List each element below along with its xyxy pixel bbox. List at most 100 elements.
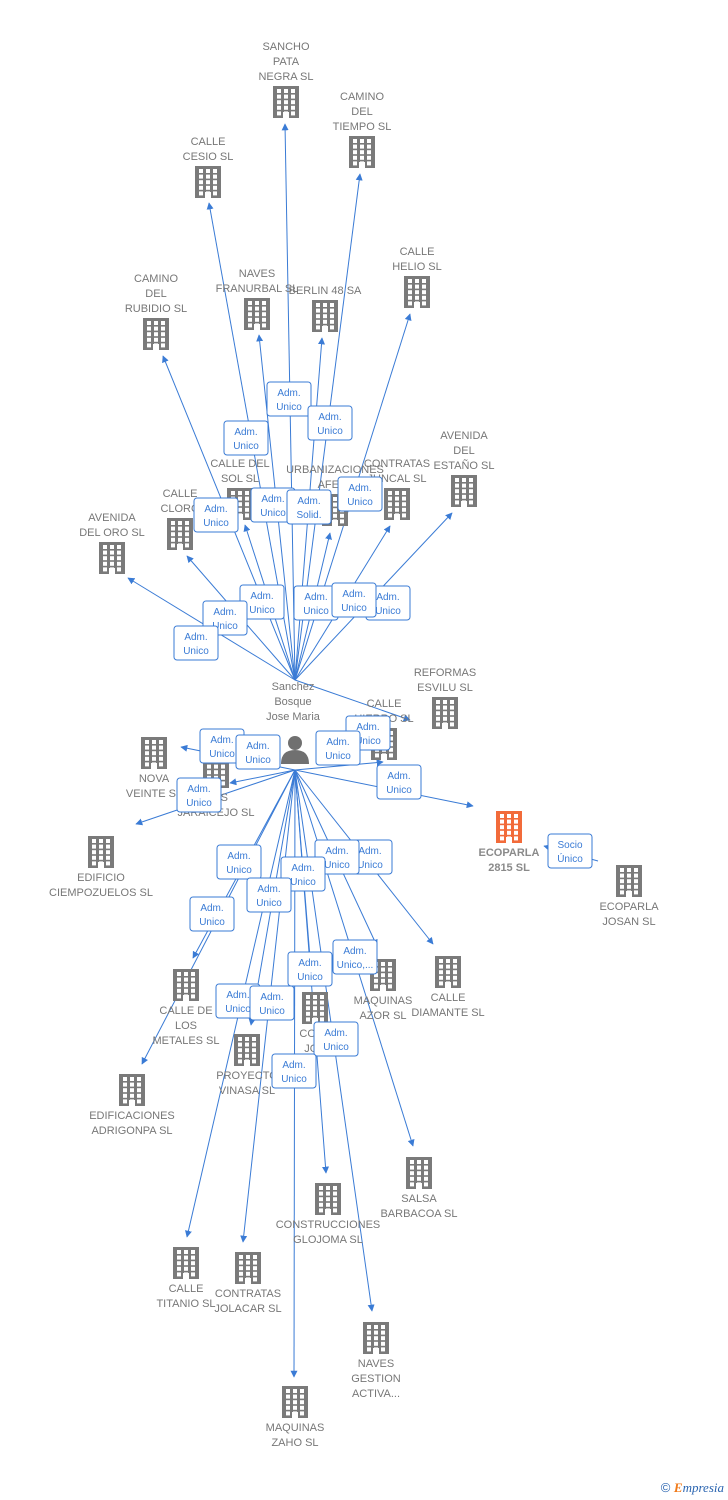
ecoparla_josan-label-line: ECOPARLA xyxy=(599,901,659,913)
edge-label-calle_metales[interactable]: Adm.Unico xyxy=(216,844,262,880)
edge-label-text: Adm. xyxy=(246,741,269,752)
edificaciones_adrigonpa-building-icon xyxy=(119,1074,145,1106)
edge-label-mas_jaraicejo[interactable]: Adm.Unico xyxy=(235,734,281,770)
calle_cloro-label-line: CALLE xyxy=(163,488,198,500)
edge-label-text: Unico xyxy=(203,518,229,529)
edge-label-sancho[interactable]: Adm.Unico xyxy=(266,381,312,417)
edge-label-salsa_barbacoa[interactable]: Adm.Unico,... xyxy=(332,939,378,975)
edge-label-maquinas_azor[interactable]: Adm.Unico xyxy=(314,839,360,875)
edge-label-naves_gestion[interactable]: Adm.Unico xyxy=(313,1021,359,1057)
edge-label-calle_cesio[interactable]: Adm.Unico xyxy=(223,420,269,456)
edge-label-calle_titanio[interactable]: Adm.Unico xyxy=(215,983,261,1019)
calle_helio-label-line: CALLE xyxy=(400,246,435,258)
edge-label-edificaciones_adrigonpa[interactable]: Adm.Unico xyxy=(189,896,235,932)
calle_cesio-label-line: CALLE xyxy=(191,136,226,148)
reformas_esvilu-label-line: REFORMAS xyxy=(414,667,476,679)
edge-label-text: Unico xyxy=(386,785,412,796)
edge-label-construcciones_glojoma[interactable]: Adm.Unico xyxy=(287,951,333,987)
node-berlin[interactable]: BERLIN 48 SA xyxy=(289,285,362,332)
edge-label-proyectos_vinasa[interactable]: Adm.Unico xyxy=(246,877,292,913)
calle_sol-label-line: SOL SL xyxy=(221,473,259,485)
edge-label-berlin[interactable]: Adm.Solid. xyxy=(286,489,332,525)
calle_cesio-building-icon xyxy=(195,166,221,198)
camino_rubidio-label-line: RUBIDIO SL xyxy=(125,303,187,315)
edge-label-camino_tiempo[interactable]: Adm.Unico xyxy=(307,405,353,441)
edificio_ciempozuelos-label-line: CIEMPOZUELOS SL xyxy=(49,887,153,899)
edge-reformas_esvilu xyxy=(294,679,411,722)
edge-label-calle_helio[interactable]: Adm.Unico xyxy=(337,476,383,512)
edificio_ciempozuelos-label-line: EDIFICIO xyxy=(77,872,125,884)
cont_jos-building-icon xyxy=(302,992,328,1024)
edge-label-contratas_juncal[interactable]: Adm.Unico xyxy=(331,582,377,618)
edge-label-ecoparla_2815[interactable]: Adm.Unico xyxy=(376,764,422,800)
edge-label-camino_rubidio[interactable]: Adm.Unico xyxy=(193,497,239,533)
node-calle_sol[interactable]: CALLE DEL SOL SL xyxy=(210,458,270,520)
edge-label-text: Adm. xyxy=(325,846,348,857)
edge-mas_jaraicejo xyxy=(229,769,296,786)
naves_franurbal-building-icon xyxy=(244,298,270,330)
calle_helio-label-line: HELIO SL xyxy=(392,261,442,273)
camino_tiempo-building-icon xyxy=(349,136,375,168)
node-edificio_ciempozuelos[interactable]: EDIFICIO CIEMPOZUELOS SL xyxy=(49,836,153,899)
construcciones_glojoma-building-icon xyxy=(315,1183,341,1215)
edge-label-calle_hierro[interactable]: Adm.Unico xyxy=(315,730,361,766)
edge-label-text: Adm. xyxy=(200,903,223,914)
calle_sol-label-line: CALLE DEL xyxy=(210,458,269,470)
edificio_ciempozuelos-building-icon xyxy=(88,836,114,868)
edge-label-text: Unico xyxy=(260,508,286,519)
edge-label-maquinas_zaho[interactable]: Adm.Unico xyxy=(271,1053,317,1089)
naves_franurbal-label-line: NAVES xyxy=(239,268,275,280)
edge-label-cont_jos[interactable]: Adm.Unico xyxy=(280,856,326,892)
sancho-label-line: SANCHO xyxy=(262,41,310,53)
edge-label-urbanizaciones[interactable]: Adm.Unico xyxy=(293,585,339,621)
edge-label-text: Adm. xyxy=(326,737,349,748)
construcciones_glojoma-label-line: GLOJOMA SL xyxy=(293,1234,363,1246)
node-calle_helio[interactable]: CALLE HELIO SL xyxy=(392,246,442,308)
camino_tiempo-label-line: TIEMPO SL xyxy=(333,121,392,133)
calle_metales-label-line: CALLE DE xyxy=(159,1005,212,1017)
edge-label-text: Adm. xyxy=(227,851,250,862)
edge-label-avenida_oro[interactable]: Adm.Unico xyxy=(173,625,219,661)
edge-label-text: Adm. xyxy=(226,990,249,1001)
edge-label-text: Unico xyxy=(259,1006,285,1017)
edge-label-text: Unico,... xyxy=(337,960,374,971)
edificio_ciempozuelos-label: EDIFICIO CIEMPOZUELOS SL xyxy=(49,872,153,899)
edge-label-contratas_jolacar[interactable]: Adm.Unico xyxy=(249,985,295,1021)
edge-label-naves_franurbal[interactable]: Adm. Unico xyxy=(250,487,296,523)
naves_gestion-label-line: NAVES xyxy=(358,1358,394,1370)
nova_veinte-building-icon xyxy=(141,737,167,769)
edge-label-text: Adm. xyxy=(261,494,284,505)
edge-label-text: Unico xyxy=(375,606,401,617)
edge-label-edificio_ciempozuelos[interactable]: Adm.Unico xyxy=(176,777,222,813)
